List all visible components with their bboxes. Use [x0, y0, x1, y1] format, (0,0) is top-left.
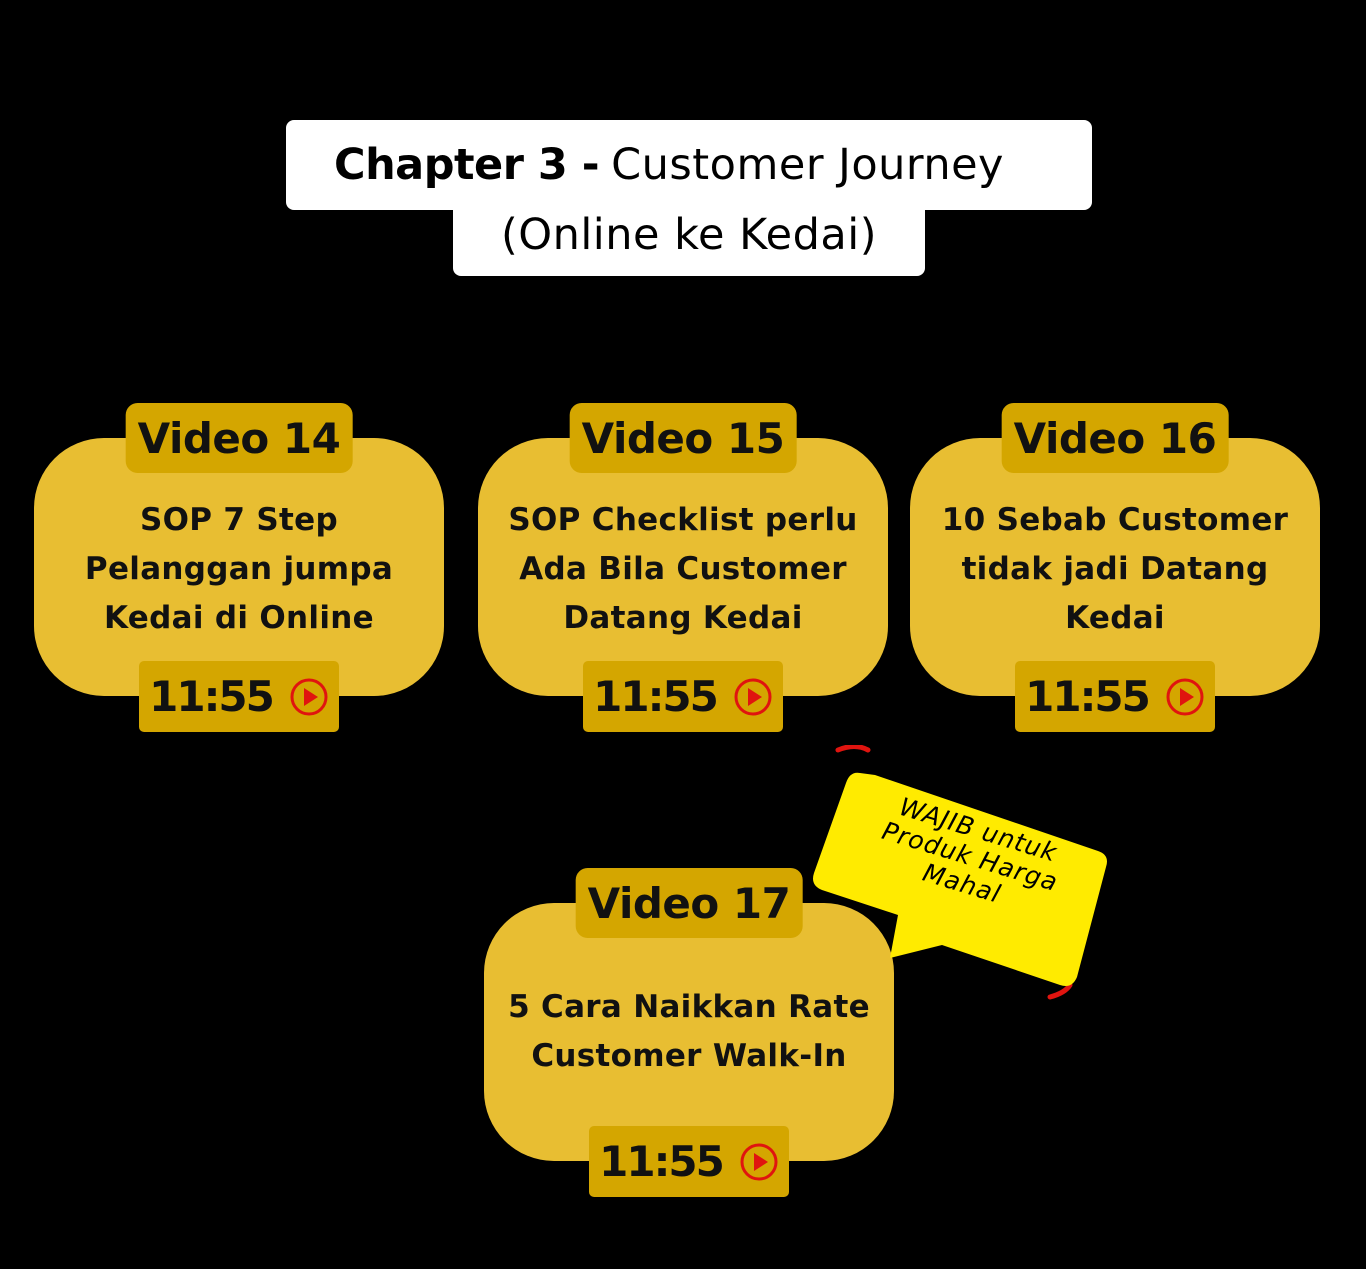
- video-duration: 11:55: [1025, 672, 1151, 721]
- video-label: Video 15: [569, 403, 797, 473]
- chapter-label: Chapter 3 -: [334, 140, 600, 190]
- video-duration: 11:55: [593, 672, 719, 721]
- video-duration: 11:55: [149, 672, 275, 721]
- description-line: Ada Bila Customer: [519, 551, 847, 587]
- play-icon[interactable]: [1165, 677, 1205, 717]
- description-line: tidak jadi Datang: [961, 551, 1269, 587]
- sticky-note-callout: WAJIB untuk Produk Harga Mahal: [810, 745, 1110, 1005]
- video-card-17[interactable]: Video 17 5 Cara Naikkan Rate Customer Wa…: [484, 868, 894, 1197]
- accent-mark-bottom: [1047, 982, 1073, 1000]
- description-line: 5 Cara Naikkan Rate: [508, 989, 870, 1025]
- video-duration-badge[interactable]: 11:55: [583, 661, 783, 732]
- description-line: Pelanggan jumpa: [84, 551, 394, 587]
- video-duration-badge[interactable]: 11:55: [589, 1126, 789, 1197]
- video-duration-badge[interactable]: 11:55: [1015, 661, 1215, 732]
- chapter-title-box: Chapter 3 - Customer Journey: [286, 120, 1092, 210]
- description-line: Kedai di Online: [104, 600, 374, 636]
- video-description: 10 Sebab Customer tidak jadi Datang Keda…: [910, 496, 1320, 643]
- video-card-16[interactable]: Video 16 10 Sebab Customer tidak jadi Da…: [910, 403, 1320, 732]
- video-label: Video 16: [1001, 403, 1229, 473]
- description-line: 10 Sebab Customer: [941, 502, 1289, 538]
- video-card-14[interactable]: Video 14 SOP 7 Step Pelanggan jumpa Keda…: [34, 403, 444, 732]
- chapter-title: Customer Journey: [611, 140, 1004, 190]
- play-icon[interactable]: [289, 677, 329, 717]
- play-icon[interactable]: [739, 1142, 779, 1182]
- play-icon[interactable]: [733, 677, 773, 717]
- sticky-note-body: [813, 772, 1107, 986]
- chapter-subtitle-box: (Online ke Kedai): [453, 205, 925, 276]
- description-line: SOP Checklist perlu: [508, 502, 858, 538]
- accent-mark-top: [835, 745, 871, 753]
- description-line: Kedai: [1065, 600, 1165, 636]
- speech-bubble-shape: [813, 745, 1107, 1000]
- video-description: SOP Checklist perlu Ada Bila Customer Da…: [478, 496, 888, 643]
- video-duration: 11:55: [599, 1137, 725, 1186]
- video-card-15[interactable]: Video 15 SOP Checklist perlu Ada Bila Cu…: [478, 403, 888, 732]
- description-line: Datang Kedai: [563, 600, 803, 636]
- description-line: SOP 7 Step: [140, 502, 338, 538]
- video-label: Video 17: [575, 868, 803, 938]
- video-duration-badge[interactable]: 11:55: [139, 661, 339, 732]
- chapter-subtitle: (Online ke Kedai): [500, 209, 877, 260]
- video-label: Video 14: [125, 403, 353, 473]
- description-line: Customer Walk-In: [531, 1038, 847, 1074]
- video-description: 5 Cara Naikkan Rate Customer Walk-In: [484, 983, 894, 1081]
- video-description: SOP 7 Step Pelanggan jumpa Kedai di Onli…: [34, 496, 444, 643]
